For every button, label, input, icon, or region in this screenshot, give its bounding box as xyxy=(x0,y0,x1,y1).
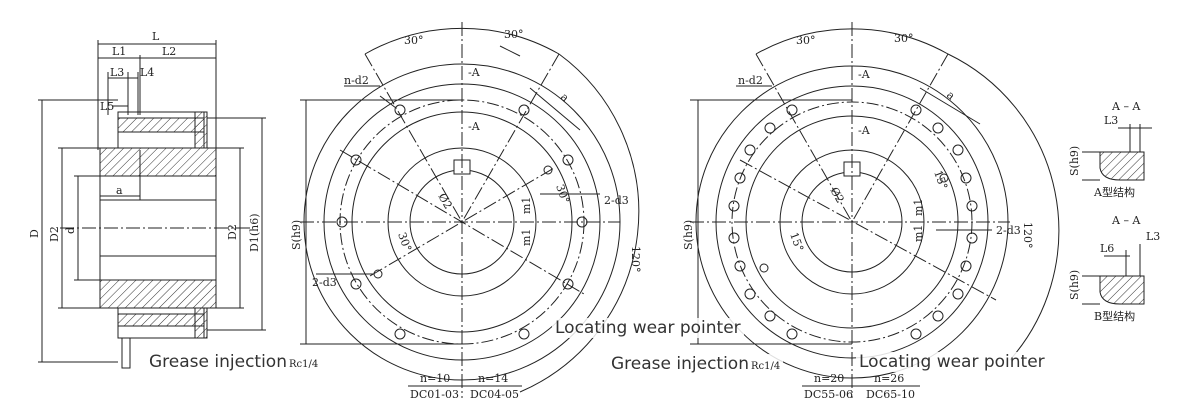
dim-L4: L4 xyxy=(140,66,154,79)
grease-left-text: Grease injection xyxy=(149,352,287,372)
section-b-caption: B型结构 xyxy=(1094,309,1135,323)
dim-L5: L5 xyxy=(100,100,114,113)
front-view-large-labels: 30° 30° -A -A n-d2 a S(h9) Ø2 m1 m1 15° … xyxy=(682,32,1034,401)
table-n1-lg: n=20 xyxy=(814,372,844,385)
two-d3-right: 2-d3 xyxy=(604,194,629,207)
angle-15-left: 15° xyxy=(787,231,806,254)
front-view-small-labels: 30° 30° -A -A n-d2 a S(h9) Ø2 m1 m1 30° … xyxy=(290,28,642,401)
section-a-title: A – A xyxy=(1111,100,1141,113)
table-code2: DC04-05 xyxy=(470,388,519,401)
table-n2-lg: n=26 xyxy=(874,372,904,385)
bore-label-lg: Ø2 xyxy=(827,185,846,205)
section-mid: -A xyxy=(468,120,481,133)
dim-L3: L3 xyxy=(110,66,124,79)
dim-D2-left: D2 xyxy=(48,226,61,242)
m1-top: m1 xyxy=(520,197,533,214)
grease-left-rc: Rc1/4 xyxy=(288,359,319,370)
section-mid-lg: -A xyxy=(858,124,871,137)
section-details-labels: A – A L3 S(h9) A型结构 A – A L6 L3 S(h9) B型… xyxy=(1068,100,1160,323)
grease-mid-rc: Rc1/4 xyxy=(750,361,781,372)
grease-mid-text: Grease injection xyxy=(611,354,749,374)
m1-top-lg: m1 xyxy=(912,199,925,216)
side-view-labels: L L1 L2 L3 L4 L5 a D D2 d D2 D1(h6) xyxy=(28,30,261,252)
dim-D1: D1(h6) xyxy=(248,214,261,252)
angle-top-right: 30° xyxy=(504,28,524,41)
wear-pointer-label-mid: Locating wear pointer xyxy=(552,318,744,338)
side-view xyxy=(38,40,266,369)
section-b-l3: L3 xyxy=(1146,230,1160,243)
pointer-mid-text: Locating wear pointer xyxy=(555,318,741,338)
dim-L1: L1 xyxy=(112,45,126,58)
m1-bottom: m1 xyxy=(520,229,533,246)
section-top-lg: -A xyxy=(858,68,871,81)
front-view-small xyxy=(300,22,640,398)
angle-120-lg: 120° xyxy=(1021,222,1034,249)
n-d2-label: n-d2 xyxy=(344,74,369,87)
section-b-l6: L6 xyxy=(1100,242,1114,255)
dim-d: d xyxy=(64,227,77,234)
table-code1: DC01-03 xyxy=(410,388,459,401)
table-code1-lg: DC55-06 xyxy=(804,388,853,401)
section-details xyxy=(1082,124,1152,305)
front-view-large xyxy=(690,22,1060,398)
pointer-right-text: Locating wear pointer xyxy=(859,352,1045,372)
n-d2-label-lg: n-d2 xyxy=(738,74,763,87)
two-d3-left: 2-d3 xyxy=(312,276,337,289)
section-b-title: A – A xyxy=(1111,214,1141,227)
dim-L: L xyxy=(152,30,160,43)
angle-30-left: 30° xyxy=(395,231,414,254)
section-a-l3: L3 xyxy=(1104,114,1118,127)
s-h9-label-lg: S(h9) xyxy=(682,220,695,250)
a-label-lg: a xyxy=(944,88,958,102)
section-top: -A xyxy=(468,66,481,79)
two-d3-lg: 2-d3 xyxy=(996,224,1021,237)
s-h9-label: S(h9) xyxy=(290,220,303,250)
section-a-s: S(h9) xyxy=(1068,146,1081,176)
angle-top-right-lg: 30° xyxy=(894,32,914,45)
m1-bottom-lg: m1 xyxy=(912,225,925,242)
table-n2: n=14 xyxy=(478,372,508,385)
angle-top-left: 30° xyxy=(404,34,424,47)
dim-D2-right: D2 xyxy=(226,224,239,240)
wear-pointer-label-right: Locating wear pointer xyxy=(856,352,1048,372)
angle-120: 120° xyxy=(629,246,642,273)
angle-top-left-lg: 30° xyxy=(796,34,816,47)
angle-30-right: 30° xyxy=(553,183,572,206)
section-b-s: S(h9) xyxy=(1068,270,1081,300)
table-n1: n=10 xyxy=(420,372,450,385)
section-a-caption: A型结构 xyxy=(1093,185,1135,199)
dim-D: D xyxy=(28,229,41,238)
dim-L2: L2 xyxy=(162,45,176,58)
angle-15-right: 15° xyxy=(931,169,950,192)
table-code2-lg: DC65-10 xyxy=(866,388,915,401)
dim-a: a xyxy=(116,184,123,197)
